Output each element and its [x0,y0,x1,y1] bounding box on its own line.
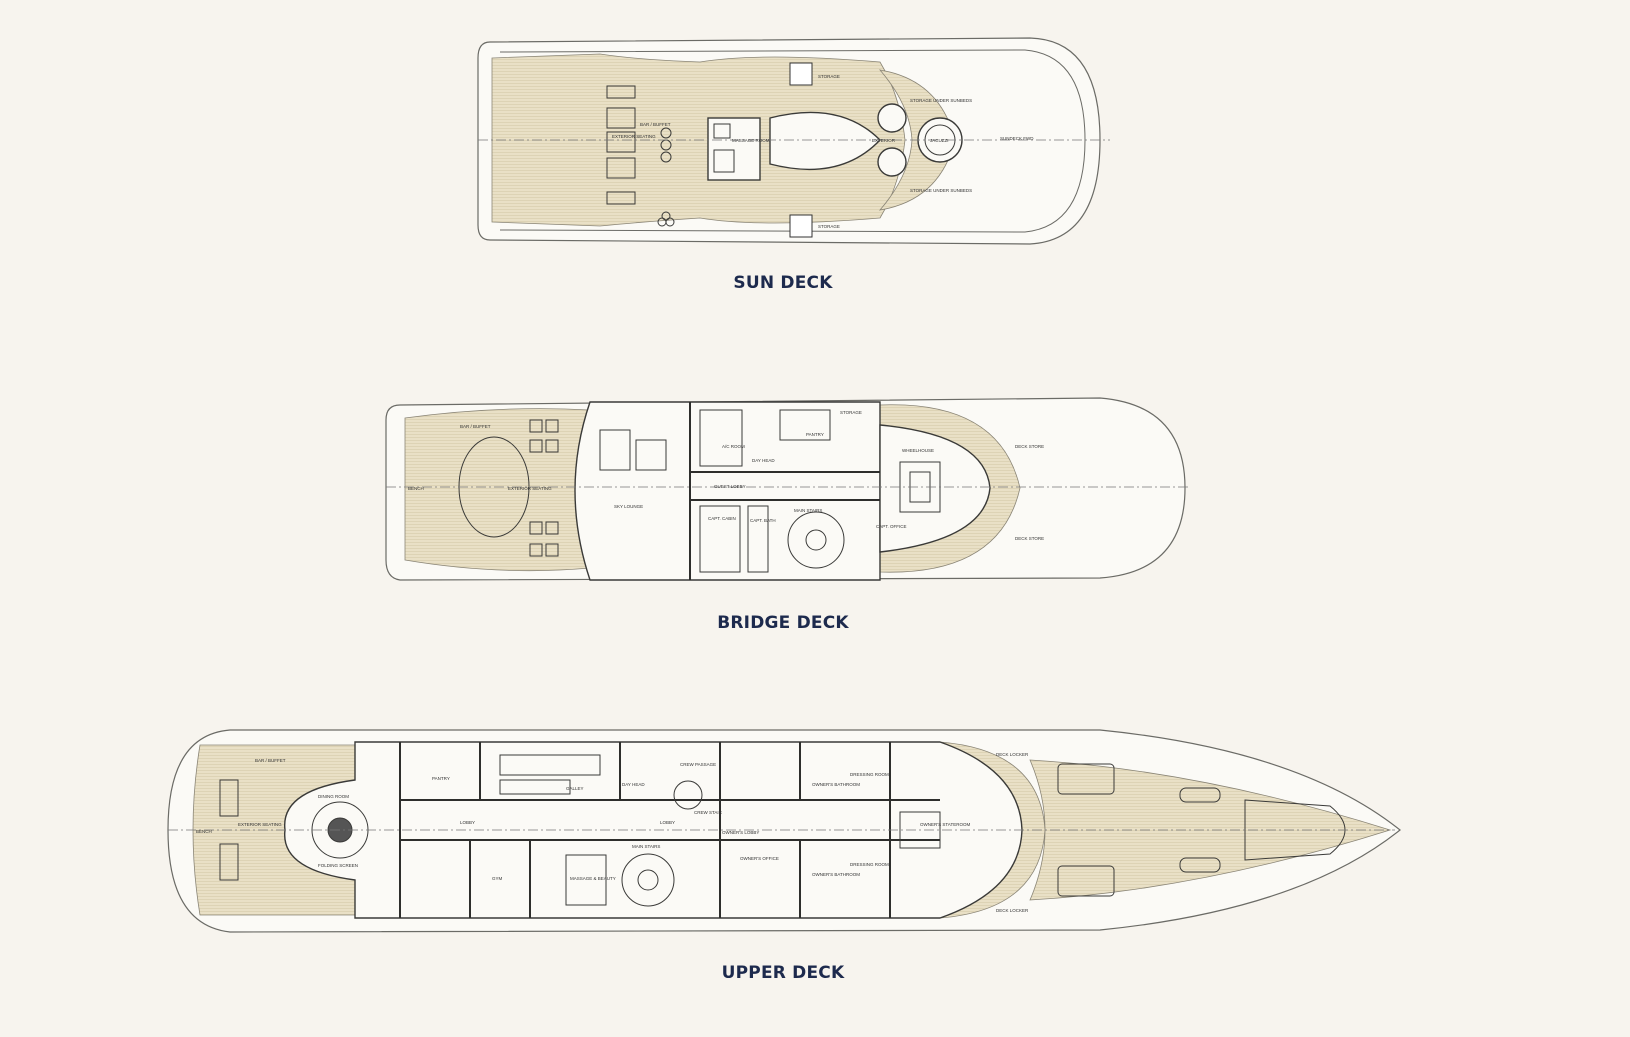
room-label: EXTERIOR SEATING [612,134,656,139]
room-label: STORAGE [818,224,840,229]
room-label: DECK STORE [1015,444,1044,449]
room-label: STORAGE [818,74,840,79]
room-label: LOBBY [660,820,675,825]
room-label: CAPT. CABIN [708,516,736,521]
room-label: PANTRY [806,432,824,437]
room-label: LOBBY [460,820,475,825]
room-label: WHEELHOUSE [902,448,934,453]
room-label: CREW STAIR [694,810,723,815]
room-label: SUNDECK FWD [1000,136,1034,141]
room-label: MASSAGE ROOM [732,138,770,143]
room-label: JACUZZI [930,138,949,143]
room-label: OWNER'S LOBBY [722,830,759,835]
room-label: DAY HEAD [622,782,645,787]
room-label: MAIN STAIRS [794,508,822,513]
room-label: DECK STORE [1015,536,1044,541]
room-label: DECK LOCKER [996,752,1029,757]
room-label: OWNER'S STATEROOM [920,822,970,827]
room-label: A/C ROOM [722,444,745,449]
room-label: BENCH [408,486,424,491]
sun-deck-plan: EXTERIOR SEATING BAR / BUFFET MASSAGE RO… [477,37,1110,245]
room-label: DRESSING ROOM [850,772,889,777]
room-label: CREW PASSAGE [680,762,716,767]
room-label: SKY LOUNGE [614,504,643,509]
room-label: OWNER'S OFFICE [740,856,779,861]
room-label: DINING ROOM [318,794,349,799]
room-label: EXTERIOR SEATING [508,486,552,491]
room-label: BAR / BUFFET [460,424,491,429]
room-label: DRESSING ROOM [850,862,889,867]
room-label: DAY HEAD [752,458,775,463]
room-label: EXTERIOR [872,138,896,143]
room-label: PANTRY [432,776,450,781]
room-label: GYM [492,876,503,881]
upper-deck-plan: BAR / BUFFET EXTERIOR SEATING BENCH DINI… [167,729,1401,933]
sun-deck-title: SUN DECK [733,273,833,293]
room-label: CAPT. BATH [750,518,776,523]
room-label: FOLDING SCREEN [318,863,358,868]
room-label: MAIN STAIRS [632,844,660,849]
bridge-deck-title: BRIDGE DECK [717,613,849,633]
room-label: CAPT. OFFICE [876,524,907,529]
room-label: GALLEY [566,786,584,791]
bridge-deck-plan: EXTERIOR SEATING BAR / BUFFET BENCH SKY … [385,397,1190,581]
room-label: BAR / BUFFET [255,758,286,763]
room-label: MASSAGE & BEAUTY [570,876,616,881]
room-label: BENCH [196,829,212,834]
room-label: OWNER'S BATHROOM [812,782,860,787]
upper-deck-title: UPPER DECK [721,963,845,983]
room-label: DECK LOCKER [996,908,1029,913]
room-label: EXTERIOR SEATING [238,822,282,827]
room-label: STORAGE UNDER SUNBEDS [910,98,972,103]
room-label: STORAGE UNDER SUNBEDS [910,188,972,193]
room-label: BAR / BUFFET [640,122,671,127]
room-label: GUEST LOBBY [714,484,746,489]
room-label: STORAGE [840,410,862,415]
room-label: OWNER'S BATHROOM [812,872,860,877]
